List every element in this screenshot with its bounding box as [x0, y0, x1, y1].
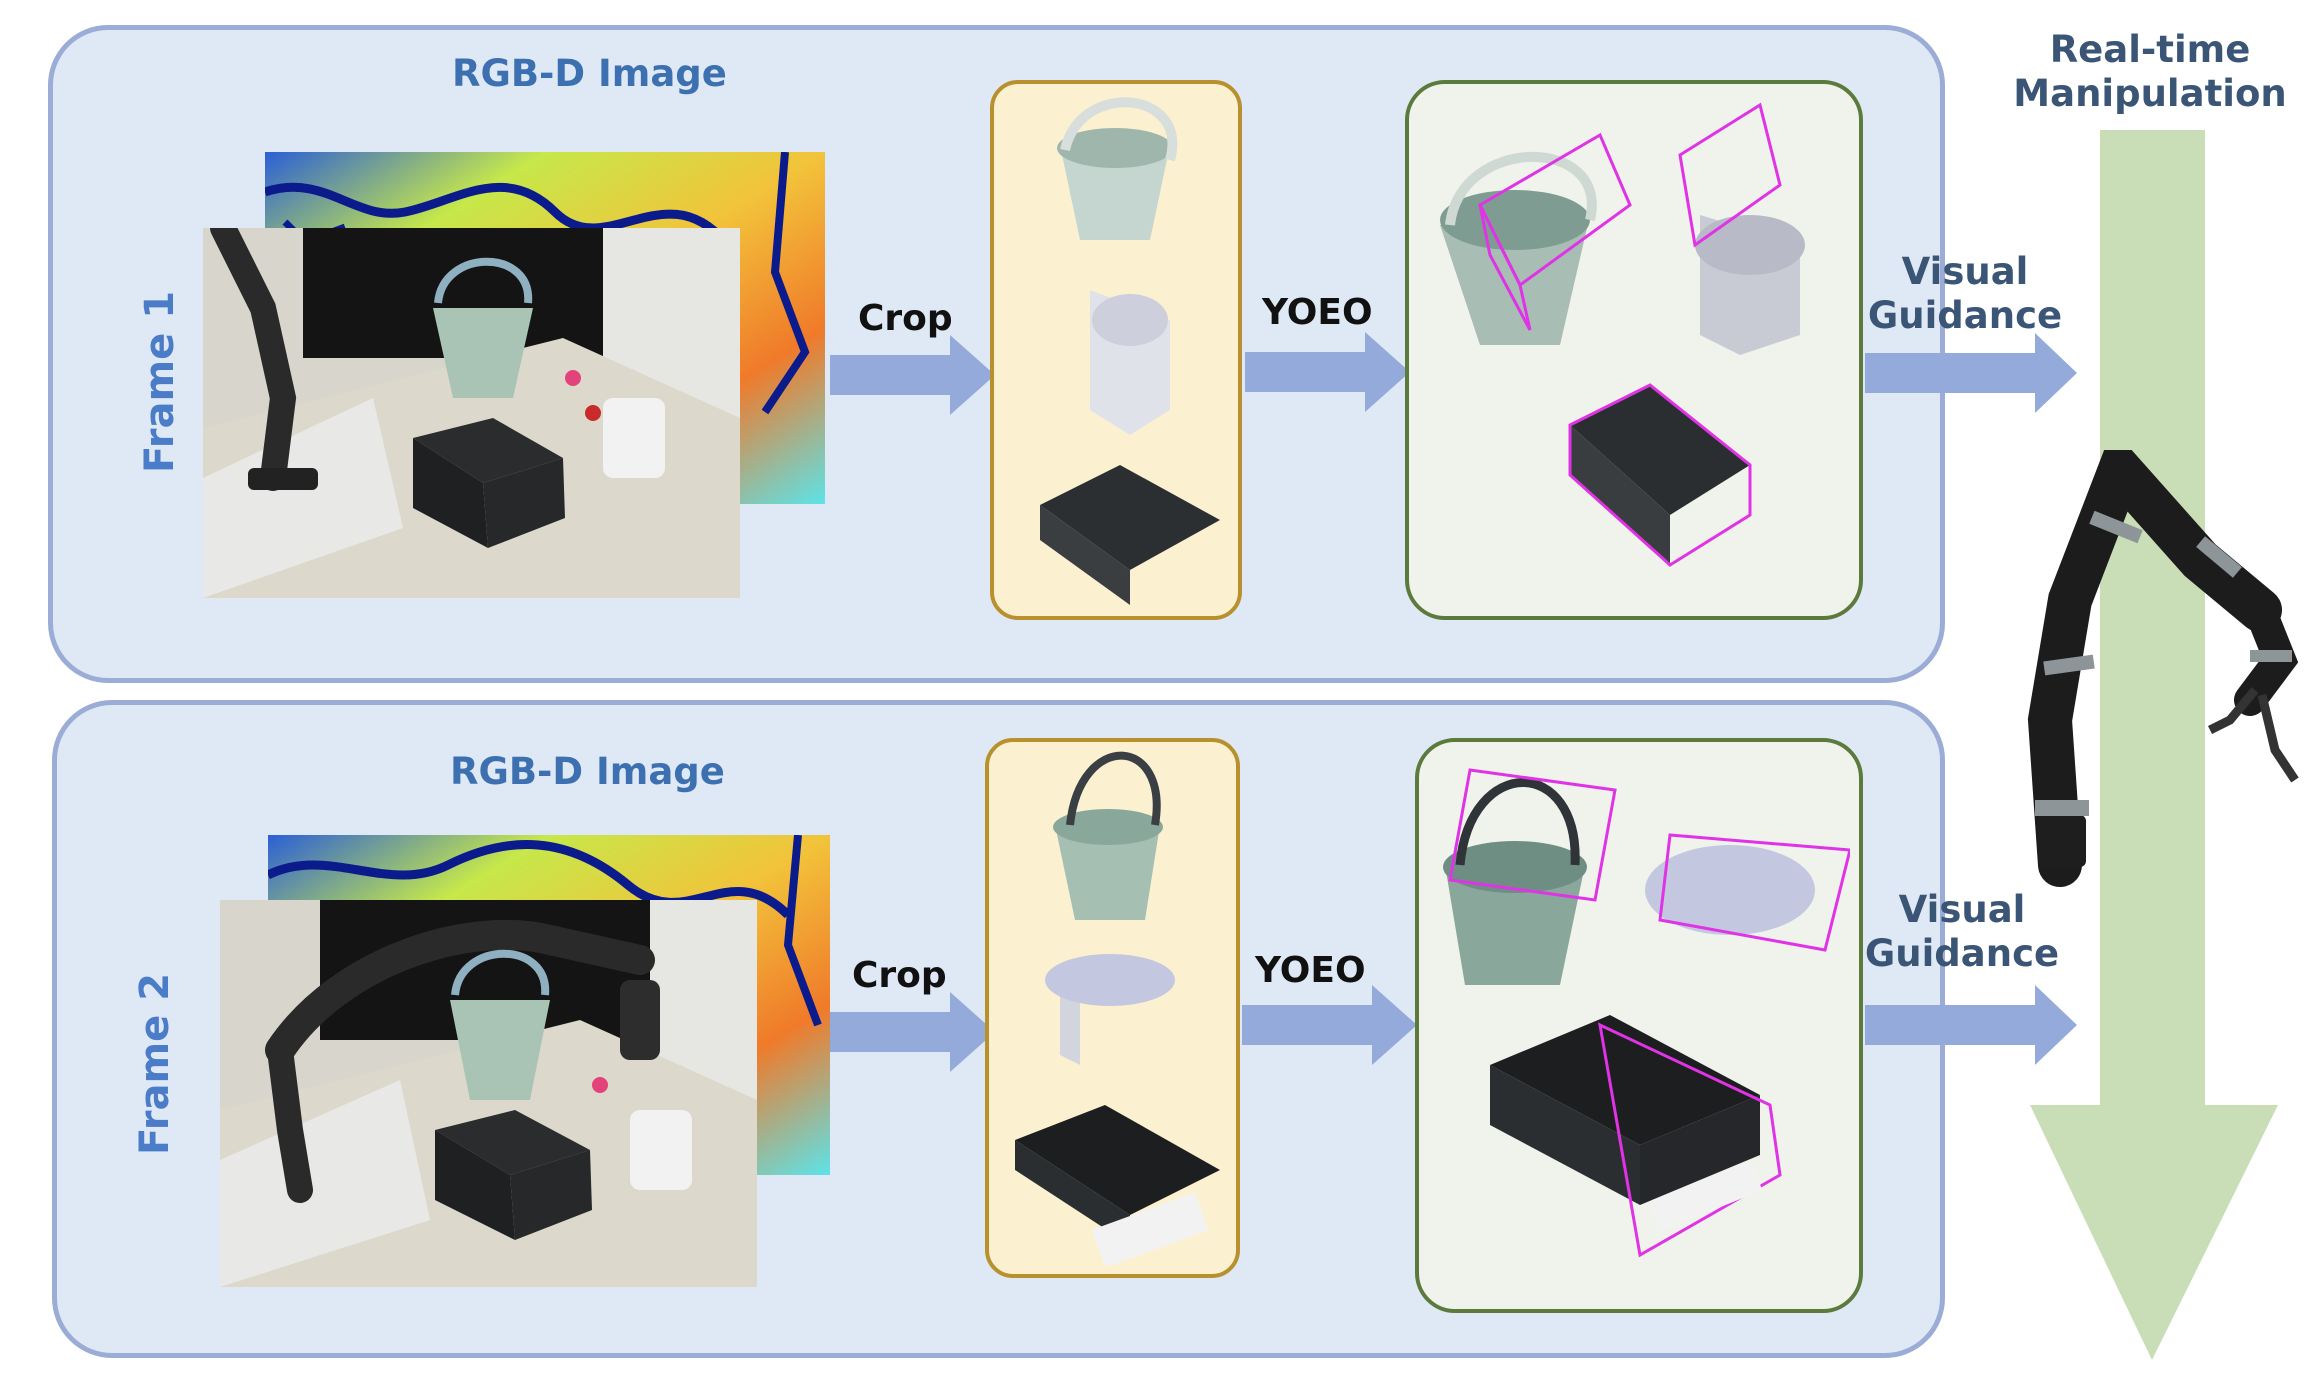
yoeo-label-2: YOEO: [1255, 950, 1366, 991]
rgb-image-1: [203, 228, 740, 598]
robot-arm-image: [2027, 450, 2299, 887]
pose-estimation-2: [1443, 768, 1850, 1258]
cropped-objects-1: [1040, 97, 1220, 605]
realtime-title: Real-time Manipulation: [1990, 28, 2310, 116]
yoeo-arrow-1: [1245, 332, 1410, 412]
crop-label-2: Crop: [852, 955, 947, 996]
rgb-image-2: [220, 900, 757, 1287]
frame-label-2: Frame 2: [132, 972, 178, 1155]
crop-arrow-1: [830, 335, 995, 415]
guidance-line1-2: Visual: [1898, 888, 2026, 931]
rgbd-title-1: RGB-D Image: [452, 52, 727, 95]
yoeo-arrow-2: [1242, 985, 1417, 1065]
guidance-label-2: Visual Guidance: [1852, 888, 2072, 976]
crop-label-1: Crop: [858, 298, 953, 339]
guidance-arrow-1: [1865, 333, 2077, 413]
manipulation-arrow: [2030, 130, 2278, 1360]
crop-arrow-2: [830, 992, 995, 1072]
yoeo-result-box-2: [1415, 738, 1863, 1313]
yoeo-label-1: YOEO: [1262, 292, 1373, 333]
rgbd-title-2: RGB-D Image: [450, 750, 725, 793]
guidance-line2-2: Guidance: [1864, 932, 2060, 975]
realtime-line1: Real-time: [2049, 28, 2251, 71]
realtime-line2: Manipulation: [2013, 72, 2287, 115]
guidance-line2-1: Guidance: [1867, 294, 2063, 337]
pose-estimation-1: [1440, 102, 1805, 567]
guidance-arrow-2: [1865, 985, 2077, 1065]
cropped-objects-2: [1015, 751, 1220, 1265]
frame-label-1: Frame 1: [137, 290, 183, 473]
guidance-line1-1: Visual: [1901, 250, 2029, 293]
guidance-label-1: Visual Guidance: [1855, 250, 2075, 338]
